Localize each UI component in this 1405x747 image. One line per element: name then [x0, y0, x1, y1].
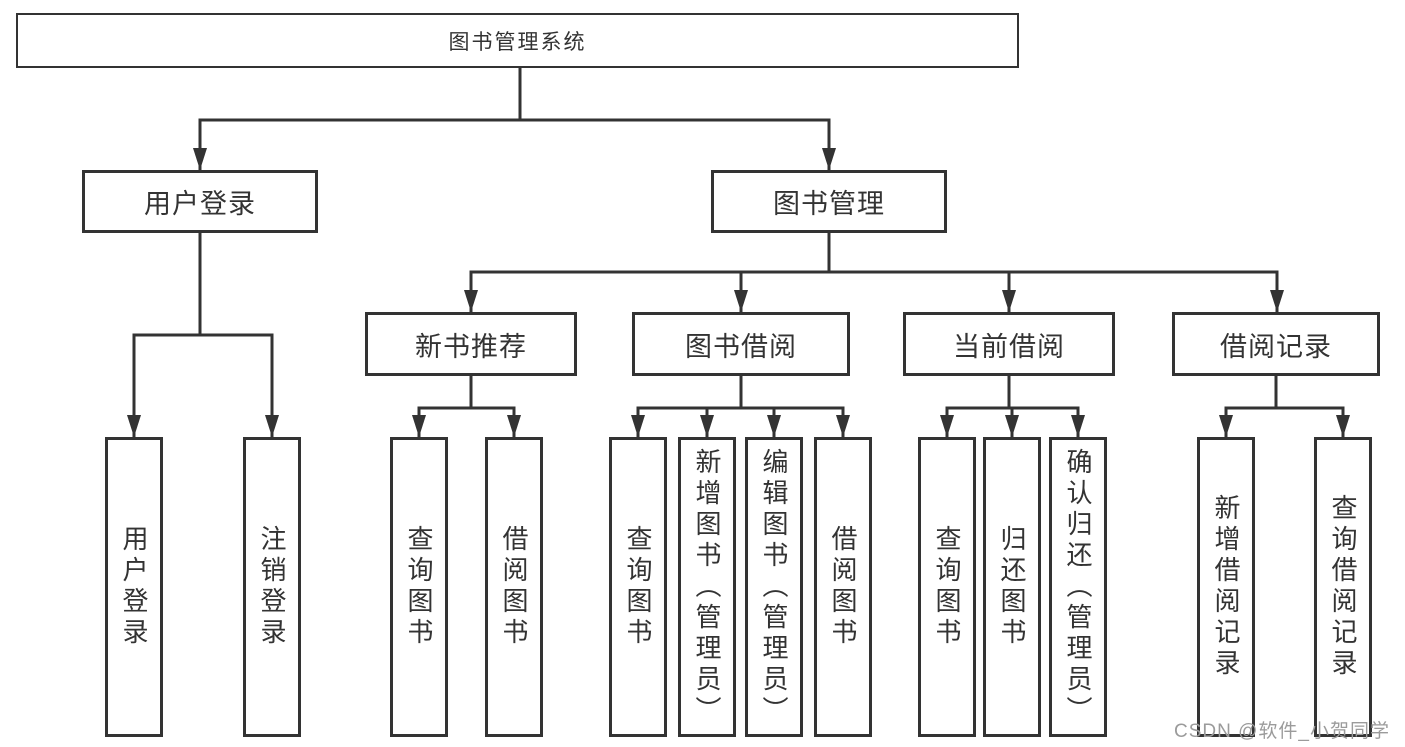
node-leaf-edit-books-admin: 编辑图书（管理员）: [745, 437, 803, 737]
node-current-borrow-label: 当前借阅: [953, 331, 1065, 362]
arrowhead-icon: [1005, 415, 1019, 437]
node-new-book-recommend-label: 新书推荐: [415, 331, 527, 362]
node-leaf-query-borrow-record: 查询借阅记录: [1314, 437, 1372, 737]
node-leaf-query-books-current-label: 查询图书: [932, 525, 962, 649]
node-leaf-borrow-books-recommend-label: 借阅图书: [499, 525, 529, 649]
arrowhead-icon: [1219, 415, 1233, 437]
watermark: CSDN @软件_小贺同学: [1174, 721, 1390, 742]
node-leaf-borrow-books: 借阅图书: [814, 437, 872, 737]
arrowhead-icon: [734, 290, 748, 312]
arrowhead-icon: [767, 415, 781, 437]
node-borrow-records: 借阅记录: [1172, 312, 1380, 376]
arrowhead-icon: [127, 415, 141, 437]
arrowhead-icon: [700, 415, 714, 437]
arrowhead-icon: [464, 290, 478, 312]
node-user-login: 用户登录: [82, 170, 318, 233]
arrowhead-icon: [1270, 290, 1284, 312]
node-book-management-label: 图书管理: [773, 189, 885, 219]
node-leaf-add-borrow-record-label: 新增借阅记录: [1211, 494, 1241, 680]
node-leaf-add-borrow-record: 新增借阅记录: [1197, 437, 1255, 737]
arrowhead-icon: [1336, 415, 1350, 437]
node-book-borrow: 图书借阅: [632, 312, 850, 376]
node-leaf-query-books-borrow-label: 查询图书: [623, 525, 653, 649]
node-new-book-recommend: 新书推荐: [365, 312, 577, 376]
node-leaf-query-books-recommend-label: 查询图书: [404, 525, 434, 649]
node-leaf-return-books-label: 归还图书: [997, 525, 1027, 649]
node-leaf-edit-books-admin-label: 编辑图书（管理员）: [759, 447, 789, 727]
arrowhead-icon: [940, 415, 954, 437]
arrowhead-icon: [836, 415, 850, 437]
arrowhead-icon: [631, 415, 645, 437]
node-leaf-borrow-books-recommend: 借阅图书: [485, 437, 543, 737]
node-leaf-add-books-admin-label: 新增图书（管理员）: [692, 447, 722, 727]
node-root-label: 图书管理系统: [448, 30, 587, 54]
arrowhead-icon: [1071, 415, 1085, 437]
arrowhead-icon: [507, 415, 521, 437]
node-leaf-query-books-recommend: 查询图书: [390, 437, 448, 737]
arrowhead-icon: [193, 148, 207, 170]
arrowhead-icon: [412, 415, 426, 437]
arrowhead-icon: [265, 415, 279, 437]
node-leaf-confirm-return-admin: 确认归还（管理员）: [1049, 437, 1107, 737]
node-leaf-confirm-return-admin-label: 确认归还（管理员）: [1063, 447, 1093, 727]
node-leaf-logout-label: 注销登录: [257, 525, 287, 649]
node-leaf-query-books-current: 查询图书: [918, 437, 976, 737]
node-leaf-user-login: 用户登录: [105, 437, 163, 737]
node-leaf-return-books: 归还图书: [983, 437, 1041, 737]
arrowhead-icon: [822, 148, 836, 170]
node-user-login-label: 用户登录: [144, 189, 256, 219]
node-borrow-records-label: 借阅记录: [1220, 331, 1332, 362]
node-current-borrow: 当前借阅: [903, 312, 1115, 376]
node-leaf-borrow-books-label: 借阅图书: [828, 525, 858, 649]
node-leaf-query-borrow-record-label: 查询借阅记录: [1328, 494, 1358, 680]
node-leaf-user-login-label: 用户登录: [119, 525, 149, 649]
node-leaf-add-books-admin: 新增图书（管理员）: [678, 437, 736, 737]
node-book-borrow-label: 图书借阅: [685, 331, 797, 362]
node-root: 图书管理系统: [16, 13, 1019, 68]
node-leaf-logout: 注销登录: [243, 437, 301, 737]
node-book-management: 图书管理: [711, 170, 947, 233]
arrowhead-icon: [1002, 290, 1016, 312]
node-leaf-query-books-borrow: 查询图书: [609, 437, 667, 737]
